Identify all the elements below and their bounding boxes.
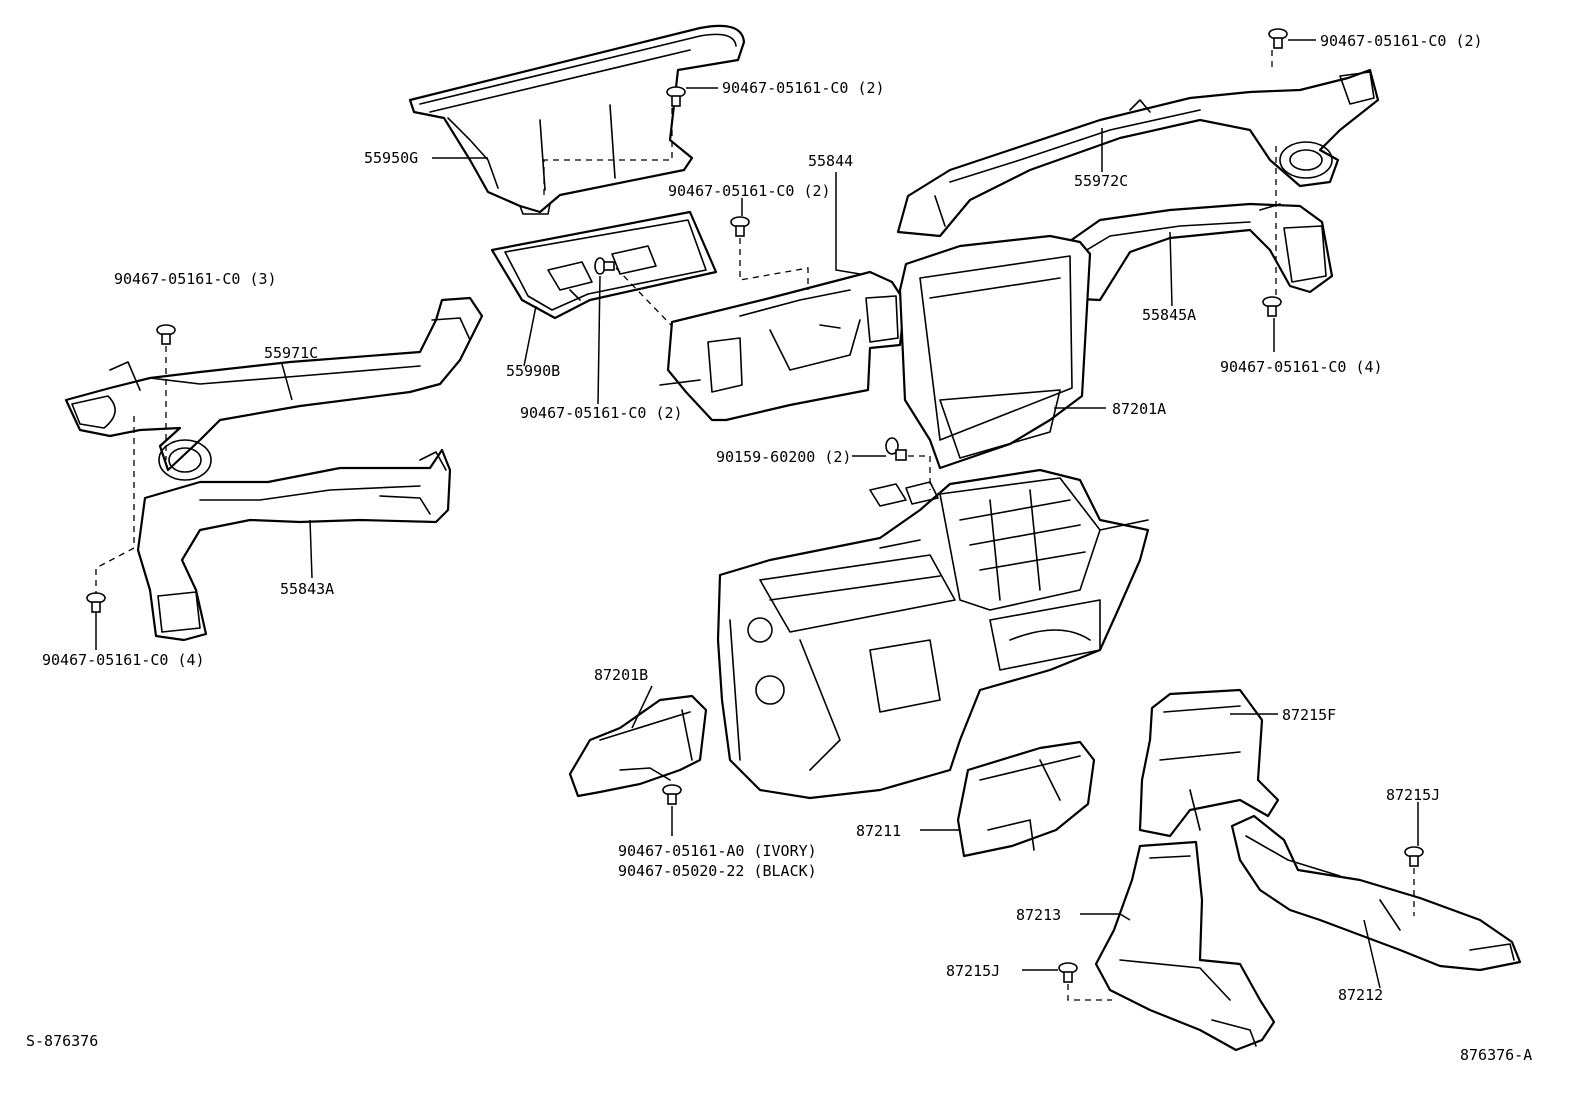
part-87215F-duct xyxy=(1138,688,1280,838)
part-55845A-right-duct xyxy=(1028,202,1334,302)
part-55843A-left-duct xyxy=(136,448,452,642)
label-55972C: 55972C xyxy=(1074,172,1128,190)
label-87201A: 87201A xyxy=(1112,400,1166,418)
label-screw-55990B: 90467-05161-C0 (2) xyxy=(520,404,683,422)
label-55844: 55844 xyxy=(808,152,853,170)
label-screw-87201A: 90159-60200 (2) xyxy=(716,448,851,466)
part-55950G-cover xyxy=(408,24,746,215)
leader-lines xyxy=(95,39,1419,989)
screws xyxy=(86,28,1424,983)
part-87201B-duct xyxy=(568,694,708,798)
label-55843A: 55843A xyxy=(280,580,334,598)
label-87215F: 87215F xyxy=(1282,706,1336,724)
label-screw-87201B-black: 90467-05020-22 (BLACK) xyxy=(618,862,817,880)
label-screw-55844: 90467-05161-C0 (2) xyxy=(668,182,831,200)
screw-icon xyxy=(885,437,907,461)
label-87215J-right: 87215J xyxy=(1386,786,1440,804)
part-87212-duct xyxy=(1230,814,1522,972)
part-55971C-left-duct xyxy=(64,296,484,481)
part-87201A-frame xyxy=(898,234,1092,470)
screw-icon xyxy=(1404,846,1424,867)
label-55845A: 55845A xyxy=(1142,306,1196,324)
part-55972C-right-duct xyxy=(896,68,1380,238)
part-55844-center-duct xyxy=(659,270,907,422)
label-screw-55843A: 90467-05161-C0 (4) xyxy=(42,651,205,669)
part-labels: 90467-05161-C0 (2) 55950G 55844 90467-05… xyxy=(26,32,1532,1064)
screw-icon xyxy=(156,324,176,345)
label-screw-87201B-ivory: 90467-05161-A0 (IVORY) xyxy=(618,842,817,860)
screw-icon xyxy=(666,86,686,107)
label-55950G: 55950G xyxy=(364,149,418,167)
part-87213-duct xyxy=(1094,840,1276,1052)
screw-icon xyxy=(594,257,615,275)
label-87201B: 87201B xyxy=(594,666,648,684)
label-screw-55971C: 90467-05161-C0 (3) xyxy=(114,270,277,288)
screw-icon xyxy=(86,592,106,613)
screw-icon xyxy=(1268,28,1288,49)
label-87211: 87211 xyxy=(856,822,901,840)
label-55971C: 55971C xyxy=(264,344,318,362)
screw-icon xyxy=(1058,962,1078,983)
label-screw-55950G: 90467-05161-C0 (2) xyxy=(722,79,885,97)
label-87215J-left: 87215J xyxy=(946,962,1000,980)
label-87213: 87213 xyxy=(1016,906,1061,924)
label-55990B: 55990B xyxy=(506,362,560,380)
reference-code-left: S-876376 xyxy=(26,1032,98,1050)
screw-icon xyxy=(730,216,750,237)
screw-icon xyxy=(1262,296,1282,317)
part-87211-duct xyxy=(956,740,1096,858)
label-screw-55972C: 90467-05161-C0 (2) xyxy=(1320,32,1483,50)
screw-icon xyxy=(662,784,682,805)
reference-code-right: 876376-A xyxy=(1460,1046,1532,1064)
part-heater-unit-assembly xyxy=(716,468,1150,800)
assembly-dashed-lines xyxy=(95,50,1415,1001)
label-screw-55845A: 90467-05161-C0 (4) xyxy=(1220,358,1383,376)
label-87212: 87212 xyxy=(1338,986,1383,1004)
